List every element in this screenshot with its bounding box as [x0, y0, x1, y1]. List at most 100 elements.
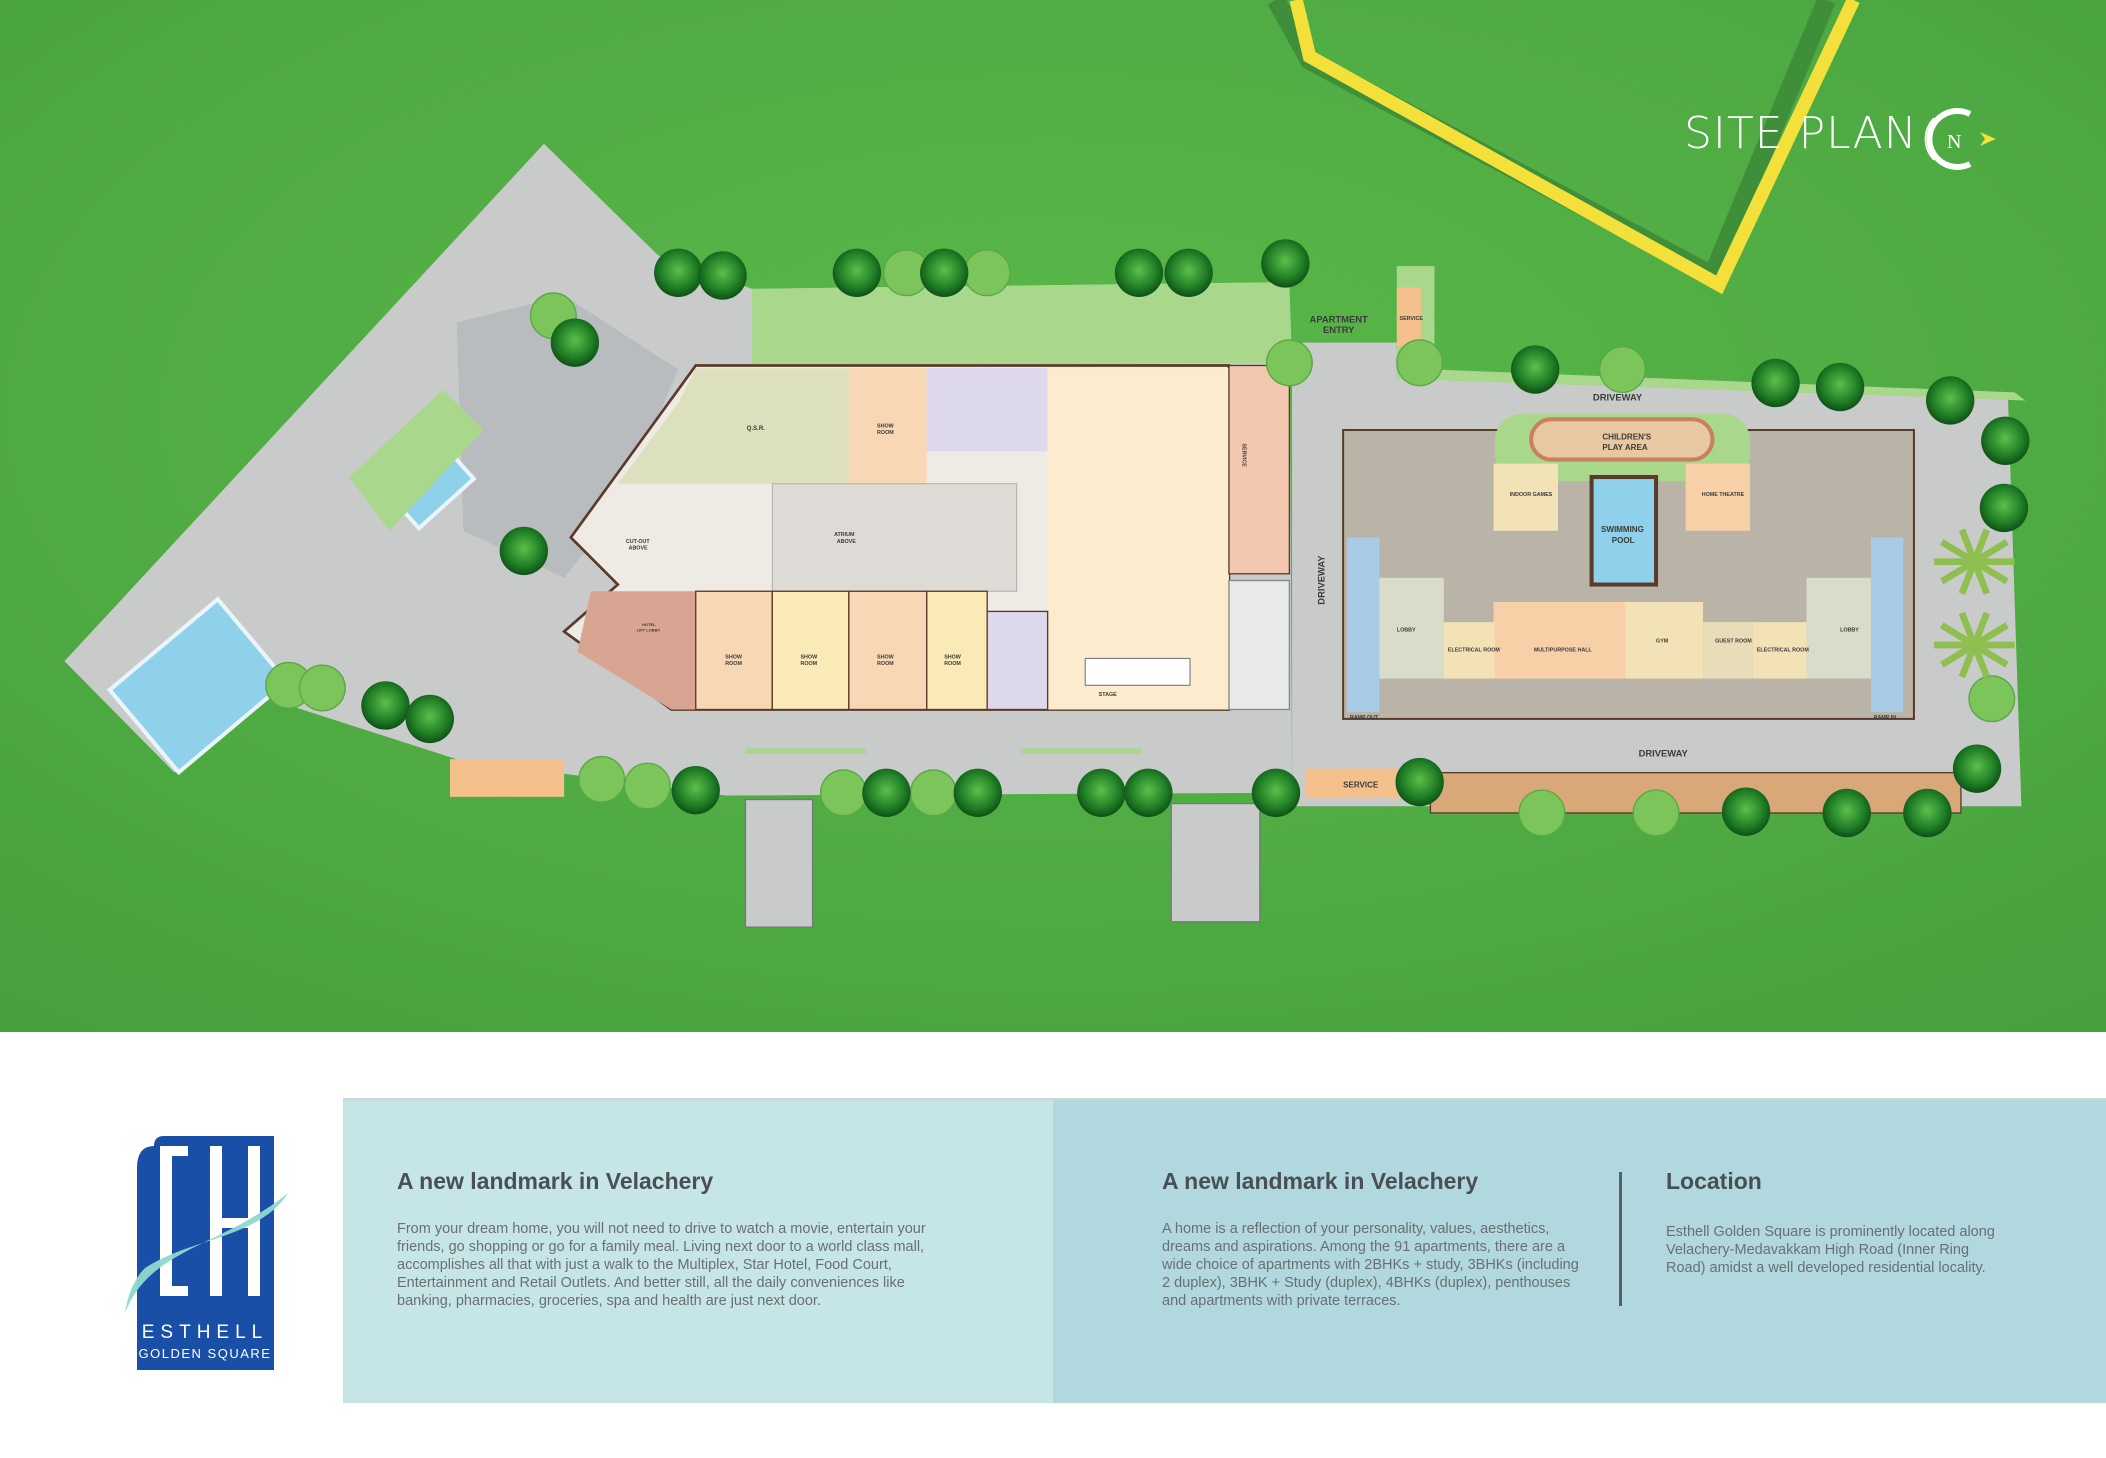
label-swimming-pool: SWIMMING [1601, 525, 1644, 534]
section-heading-landmark-1: A new landmark in Velachery [397, 1168, 714, 1194]
tree [1815, 362, 1865, 412]
label-swimming-pool-2: POOL [1612, 536, 1635, 545]
label-electrical-room-left: ELECTRICAL ROOM [1448, 648, 1501, 654]
label-lobby-right: LOBBY [1840, 628, 1859, 634]
plan-labels: APARTMENT ENTRY DRIVEWAY DRIVEWAY DRIVEW… [626, 313, 1896, 789]
label-show-room-2: SHOW [800, 654, 818, 660]
logo-line1: ESTHELL [142, 1322, 268, 1343]
label-show-room-4b: ROOM [944, 661, 961, 667]
section-heading-landmark-2: A new landmark in Velachery [1162, 1168, 1479, 1194]
label-indoor-games: INDOOR GAMES [1510, 492, 1553, 498]
label-service-top: SERVICE [1400, 316, 1424, 322]
tree [1114, 248, 1164, 297]
tree [361, 681, 410, 730]
tree-shrub [578, 755, 626, 803]
label-stage: STAGE [1099, 692, 1117, 698]
label-childrens-play: CHILDREN'S [1602, 432, 1651, 441]
palm-tree [1971, 528, 1990, 563]
label-home-theatre: HOME THEATRE [1702, 492, 1745, 498]
tree [1822, 788, 1871, 838]
info-panel-left [343, 1100, 1053, 1403]
label-show-room-4: SHOW [944, 654, 962, 660]
label-show-room-3b: ROOM [877, 661, 894, 667]
label-driveway-bottom: DRIVEWAY [1639, 748, 1689, 759]
tree [1395, 757, 1444, 807]
palm-tree [1971, 611, 1990, 647]
tree [953, 768, 1002, 817]
site-plan-map: APARTMENT ENTRY DRIVEWAY DRIVEWAY DRIVEW… [0, 0, 2106, 1032]
tree [1077, 768, 1126, 817]
label-hotel-lobby-2: LIFT LOBBY [637, 628, 661, 633]
palm-tree [1940, 622, 1977, 648]
palm-tree [1958, 611, 1978, 647]
label-gym: GYM [1656, 638, 1669, 644]
tree [550, 318, 600, 367]
mall-building [561, 364, 1291, 711]
tree [1721, 787, 1771, 836]
palm-tree [1958, 560, 1978, 595]
logo-line2: GOLDEN SQUARE [139, 1346, 272, 1361]
tree [832, 248, 882, 297]
section-heading-location: Location [1666, 1168, 1762, 1194]
label-service-bottom: SERVICE [1343, 780, 1379, 789]
tree-shrub [1518, 789, 1566, 837]
tree-shrub [1632, 789, 1680, 837]
label-service-mall: SERVICE [1240, 443, 1246, 467]
palm-tree [1958, 643, 1978, 679]
label-ramp-in: RAMP IN [1874, 715, 1897, 721]
tree [1124, 768, 1173, 817]
label-lobby-left: LOBBY [1397, 628, 1416, 634]
palm-tree [1972, 642, 2009, 668]
tree [698, 251, 747, 300]
label-guest-room: GUEST ROOM [1715, 638, 1752, 644]
tree [1251, 768, 1301, 817]
label-hotel-lobby: HOTEL [642, 622, 656, 627]
palm-tree [1971, 643, 1990, 679]
tree [654, 248, 703, 297]
label-show-room-1: SHOW [725, 654, 743, 660]
tree [1261, 239, 1310, 288]
section-body-landmark-1: From your dream home, you will not need … [397, 1221, 926, 1309]
label-atrium: ATRIUM [834, 532, 855, 538]
tree-shrub [819, 769, 867, 817]
label-apartment-entry-2: ENTRY [1323, 324, 1355, 335]
label-driveway-left: DRIVEWAY [1315, 555, 1326, 605]
tree [1952, 744, 2002, 793]
section-body-landmark-2: A home is a reflection of your personali… [1162, 1221, 1579, 1309]
info-panel-right [1053, 1100, 2106, 1403]
label-electrical-room-right: ELECTRICAL ROOM [1757, 648, 1810, 654]
tree [1979, 483, 2029, 533]
tree-shrub [909, 769, 957, 817]
label-show-room-top: SHOW [877, 423, 895, 429]
tree [671, 765, 720, 815]
label-cutout: CUT-OUT [626, 539, 651, 545]
label-multipurpose-hall: MULTIPURPOSE HALL [1534, 648, 1593, 654]
trees [265, 239, 2030, 838]
label-ramp-out: RAMP OUT [1350, 715, 1379, 721]
tree-shrub [1265, 339, 1313, 387]
label-show-room-1b: ROOM [725, 661, 742, 667]
tree [405, 694, 454, 744]
label-cutout-2: ABOVE [629, 546, 648, 552]
tree [1903, 788, 1952, 838]
tree [862, 768, 911, 817]
label-show-room-top-2: ROOM [877, 430, 894, 436]
compass-letter: N [1947, 131, 1961, 153]
tree-shrub [1968, 675, 2016, 723]
section-body-location: Esthell Golden Square is prominently loc… [1666, 1224, 1995, 1276]
tree [1926, 376, 1975, 425]
label-childrens-play-2: PLAY AREA [1602, 443, 1647, 452]
palm-tree [1971, 560, 1990, 595]
tree [920, 248, 969, 297]
tree [1164, 248, 1213, 297]
tree [1751, 358, 1800, 408]
label-qsr: Q.S.R. [747, 426, 765, 432]
palm-tree [1972, 622, 2009, 648]
tree [1981, 416, 2030, 465]
section-divider [1619, 1172, 1622, 1306]
tree-shrub [1396, 339, 1444, 387]
tree-shrub [298, 664, 346, 712]
palm-tree [1958, 528, 1978, 563]
tree-shrub [1598, 346, 1646, 394]
tree [1511, 345, 1560, 394]
